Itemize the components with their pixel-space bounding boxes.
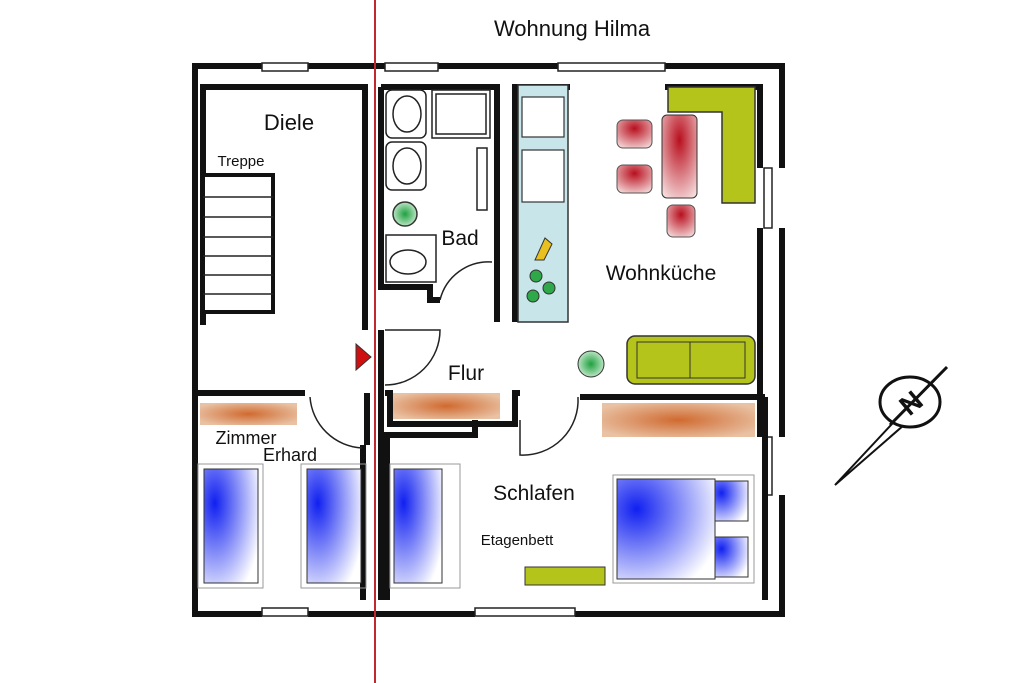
bathroom-fixtures (385, 89, 491, 283)
kitchen-counter (517, 84, 569, 323)
room-label-erhard: Erhard (263, 445, 317, 465)
beds (197, 463, 755, 589)
label-treppe: Treppe (218, 153, 265, 170)
room-label-zimmer: Zimmer (216, 428, 277, 448)
dining-set (616, 86, 756, 238)
sink-icon (521, 149, 565, 203)
label-etagenbett: Etagenbett (481, 532, 554, 549)
sofa (577, 335, 756, 385)
room-label-flur: Flur (448, 362, 484, 385)
outer-walls (192, 62, 785, 617)
doors (309, 261, 579, 456)
plant-icon (392, 201, 418, 227)
room-label-schlafen: Schlafen (493, 482, 575, 505)
entrance-arrow-icon (355, 342, 372, 372)
knife-board-icon (534, 237, 553, 261)
staircase (201, 173, 275, 314)
room-label-diele: Diele (264, 110, 314, 135)
room-label-wohnkueche: Wohnküche (606, 262, 717, 285)
heaters (200, 393, 755, 437)
plant-icon (577, 350, 605, 378)
north-arrow-icon: N (834, 365, 949, 486)
room-label-bad: Bad (441, 227, 478, 250)
stove-icon (521, 96, 565, 138)
plan-title: Wohnung Hilma (494, 16, 651, 41)
